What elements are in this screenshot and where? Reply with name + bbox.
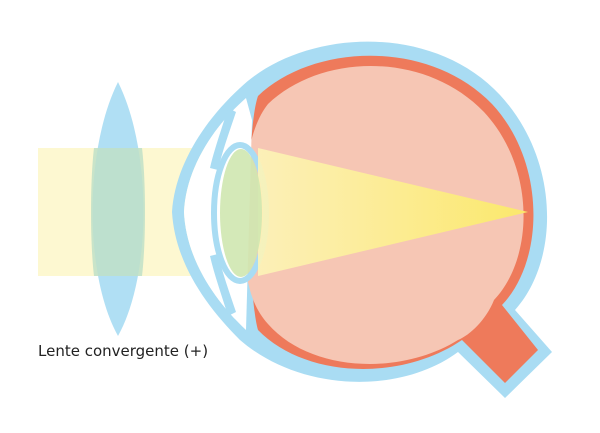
- converging-lens-label: Lente convergente (+): [38, 342, 209, 360]
- iris-top: [210, 108, 236, 170]
- iris-bottom: [210, 254, 236, 316]
- focus-cone: [258, 148, 528, 276]
- crystalline-lens: [220, 149, 262, 277]
- lens-beam-overlap: [91, 148, 145, 276]
- cornea: [172, 88, 246, 340]
